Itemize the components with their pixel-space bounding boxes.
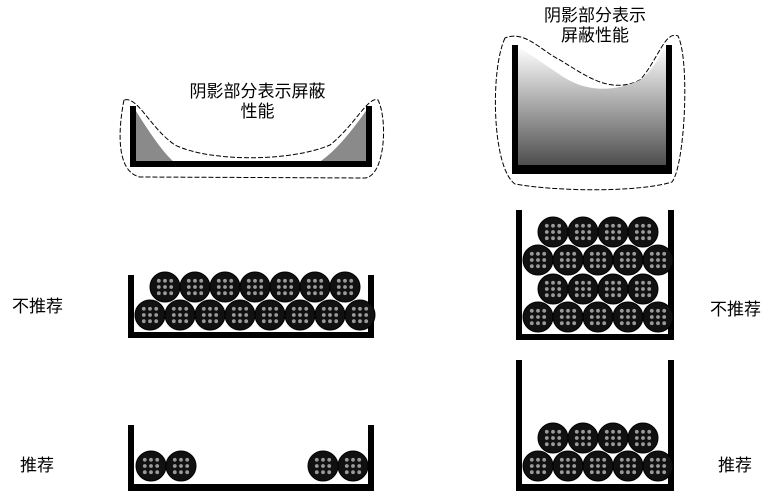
shielded-area-gradient [518, 46, 666, 168]
component-ball [337, 450, 369, 482]
component-ball [567, 273, 599, 305]
caption-line-2: 性能 [240, 102, 275, 123]
component-ball [627, 216, 659, 248]
components-layer [134, 216, 674, 482]
coverage-outline [494, 34, 686, 191]
component-ball [582, 450, 614, 482]
component-ball [537, 216, 569, 248]
component-ball [344, 299, 376, 331]
component-ball [597, 273, 629, 305]
caption-line-1: 阴影部分表示 [544, 6, 646, 26]
component-ball [284, 299, 316, 331]
component-ball [597, 216, 629, 248]
component-ball [537, 273, 569, 305]
component-ball [135, 450, 167, 482]
component-ball [537, 422, 569, 454]
component-ball [642, 450, 674, 482]
coverage-outline [119, 99, 385, 179]
component-ball [522, 450, 554, 482]
component-ball [552, 450, 584, 482]
component-ball [239, 271, 271, 303]
component-ball [209, 271, 241, 303]
component-ball [329, 271, 361, 303]
component-ball [597, 422, 629, 454]
component-ball [269, 271, 301, 303]
caption-shallow-tray: 阴影部分表示屏蔽 性能 [170, 82, 345, 123]
component-ball [165, 450, 197, 482]
component-ball [552, 244, 584, 276]
component-ball [567, 422, 599, 454]
shielded-area-left [134, 108, 175, 163]
label-not-recommended-left: 不推荐 [12, 297, 63, 317]
component-ball [314, 299, 346, 331]
label-not-recommended-right: 不推荐 [710, 300, 761, 320]
component-ball [567, 216, 599, 248]
component-ball [522, 301, 554, 333]
component-ball [612, 301, 644, 333]
component-ball [627, 422, 659, 454]
component-ball [642, 244, 674, 276]
deep-box-diagram [494, 34, 686, 191]
component-ball [134, 299, 166, 331]
caption-line-2: 屏蔽性能 [561, 26, 629, 47]
caption-deep-box: 阴影部分表示 屏蔽性能 [520, 6, 670, 47]
component-ball [552, 301, 584, 333]
component-ball [179, 271, 211, 303]
component-ball [149, 271, 181, 303]
component-ball [522, 244, 554, 276]
component-ball [307, 450, 339, 482]
component-ball [642, 301, 674, 333]
component-ball [224, 299, 256, 331]
container-wide-bottom [128, 425, 374, 491]
component-ball [254, 299, 286, 331]
component-ball [299, 271, 331, 303]
component-ball [582, 244, 614, 276]
label-recommended-right: 推荐 [718, 456, 752, 476]
component-ball [194, 299, 226, 331]
caption-line-1: 阴影部分表示屏蔽 [189, 82, 326, 102]
component-ball [612, 450, 644, 482]
component-ball [612, 244, 644, 276]
label-recommended-left: 推荐 [20, 456, 54, 476]
component-ball [582, 301, 614, 333]
shielded-area-right [318, 108, 368, 163]
shallow-tray-diagram [119, 99, 385, 179]
component-ball [627, 273, 659, 305]
component-ball [164, 299, 196, 331]
